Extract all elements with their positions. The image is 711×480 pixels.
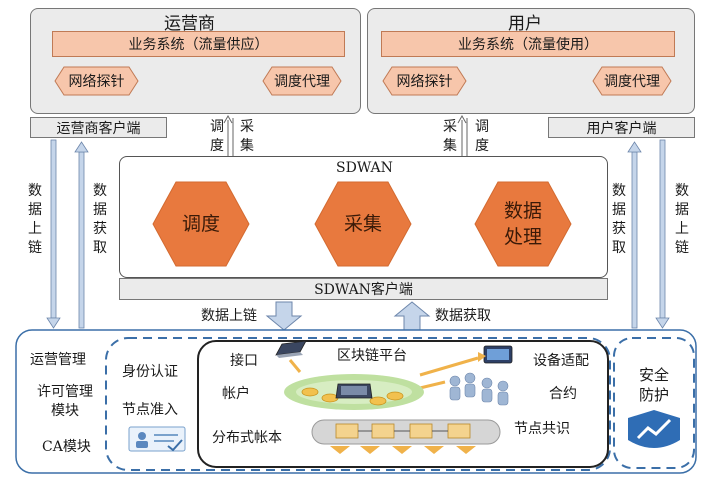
label-data-upload-mid: 数据上链 [201,308,257,324]
node-access: 节点准入 [122,402,178,418]
hex-processing-text: 数据 处理 [503,200,542,248]
operator-agent-label: 调度代理 [274,74,330,90]
label-left-data-fetch: 数据获取 [93,183,107,256]
user-business-system: 业务系统（流量使用） [381,31,675,57]
left-item-ca: CA模块 [42,439,91,455]
user-title: 用户 [508,14,542,34]
tablet-icon-right [483,345,513,364]
people-icon [449,372,509,406]
laptop-icon-left [275,340,307,358]
contract-label: 合约 [549,386,577,402]
identity-auth: 身份认证 [122,364,178,380]
label-right-data-upload: 数据上链 [675,183,689,256]
user-client-bar: 用户客户端 [548,117,695,138]
label-left-data-upload: 数据上链 [28,183,42,256]
hex-collect-text: 采集 [343,213,382,235]
operator-business-system: 业务系统（流量供应） [52,31,345,57]
label-data-fetch-mid: 数据获取 [435,308,491,324]
left-item-license: 许可管理 模块 [37,384,93,419]
operator-probe-label: 网络探针 [68,74,125,90]
operator-agent-tag-shape [262,66,342,96]
hex-dispatch [152,181,250,267]
user-probe-tag-shape [382,66,467,96]
ledger-label: 分布式帐本 [212,430,282,446]
user-agent-tag-shape [592,66,672,96]
sdwan-title: SDWAN [336,160,393,176]
operator-title: 运营商 [164,14,215,34]
shield-icon [628,410,680,448]
consensus-label: 节点共识 [514,421,570,437]
device-adapt-label: 设备适配 [533,353,589,369]
ledger-arrows [330,446,476,454]
platform-label: 区块链平台 [337,348,407,364]
left-item-ops: 运营管理 [30,352,86,368]
hex-dispatch-text: 调度 [181,213,220,235]
user-box [367,8,695,114]
hex-processing [474,181,572,267]
operator-box [30,8,361,114]
interface-label: 接口 [230,353,258,369]
id-card-icon [128,426,186,452]
user-agent-label: 调度代理 [604,74,660,90]
label-right-data-fetch: 数据获取 [612,183,626,256]
label-left-collect: 采集 [240,119,254,154]
user-probe-label: 网络探针 [396,74,453,90]
operator-probe-tag-shape [54,66,139,96]
hex-collect [314,181,412,267]
security-label: 安全 防护 [638,366,669,404]
account-label: 帐户 [222,386,250,402]
sdwan-client-bar: SDWAN客户端 [119,278,608,300]
operator-client-bar: 运营商客户端 [30,117,167,138]
label-right-collect: 采集 [443,119,457,154]
label-right-dispatch: 调度 [475,119,489,154]
label-left-dispatch: 调度 [210,119,224,154]
